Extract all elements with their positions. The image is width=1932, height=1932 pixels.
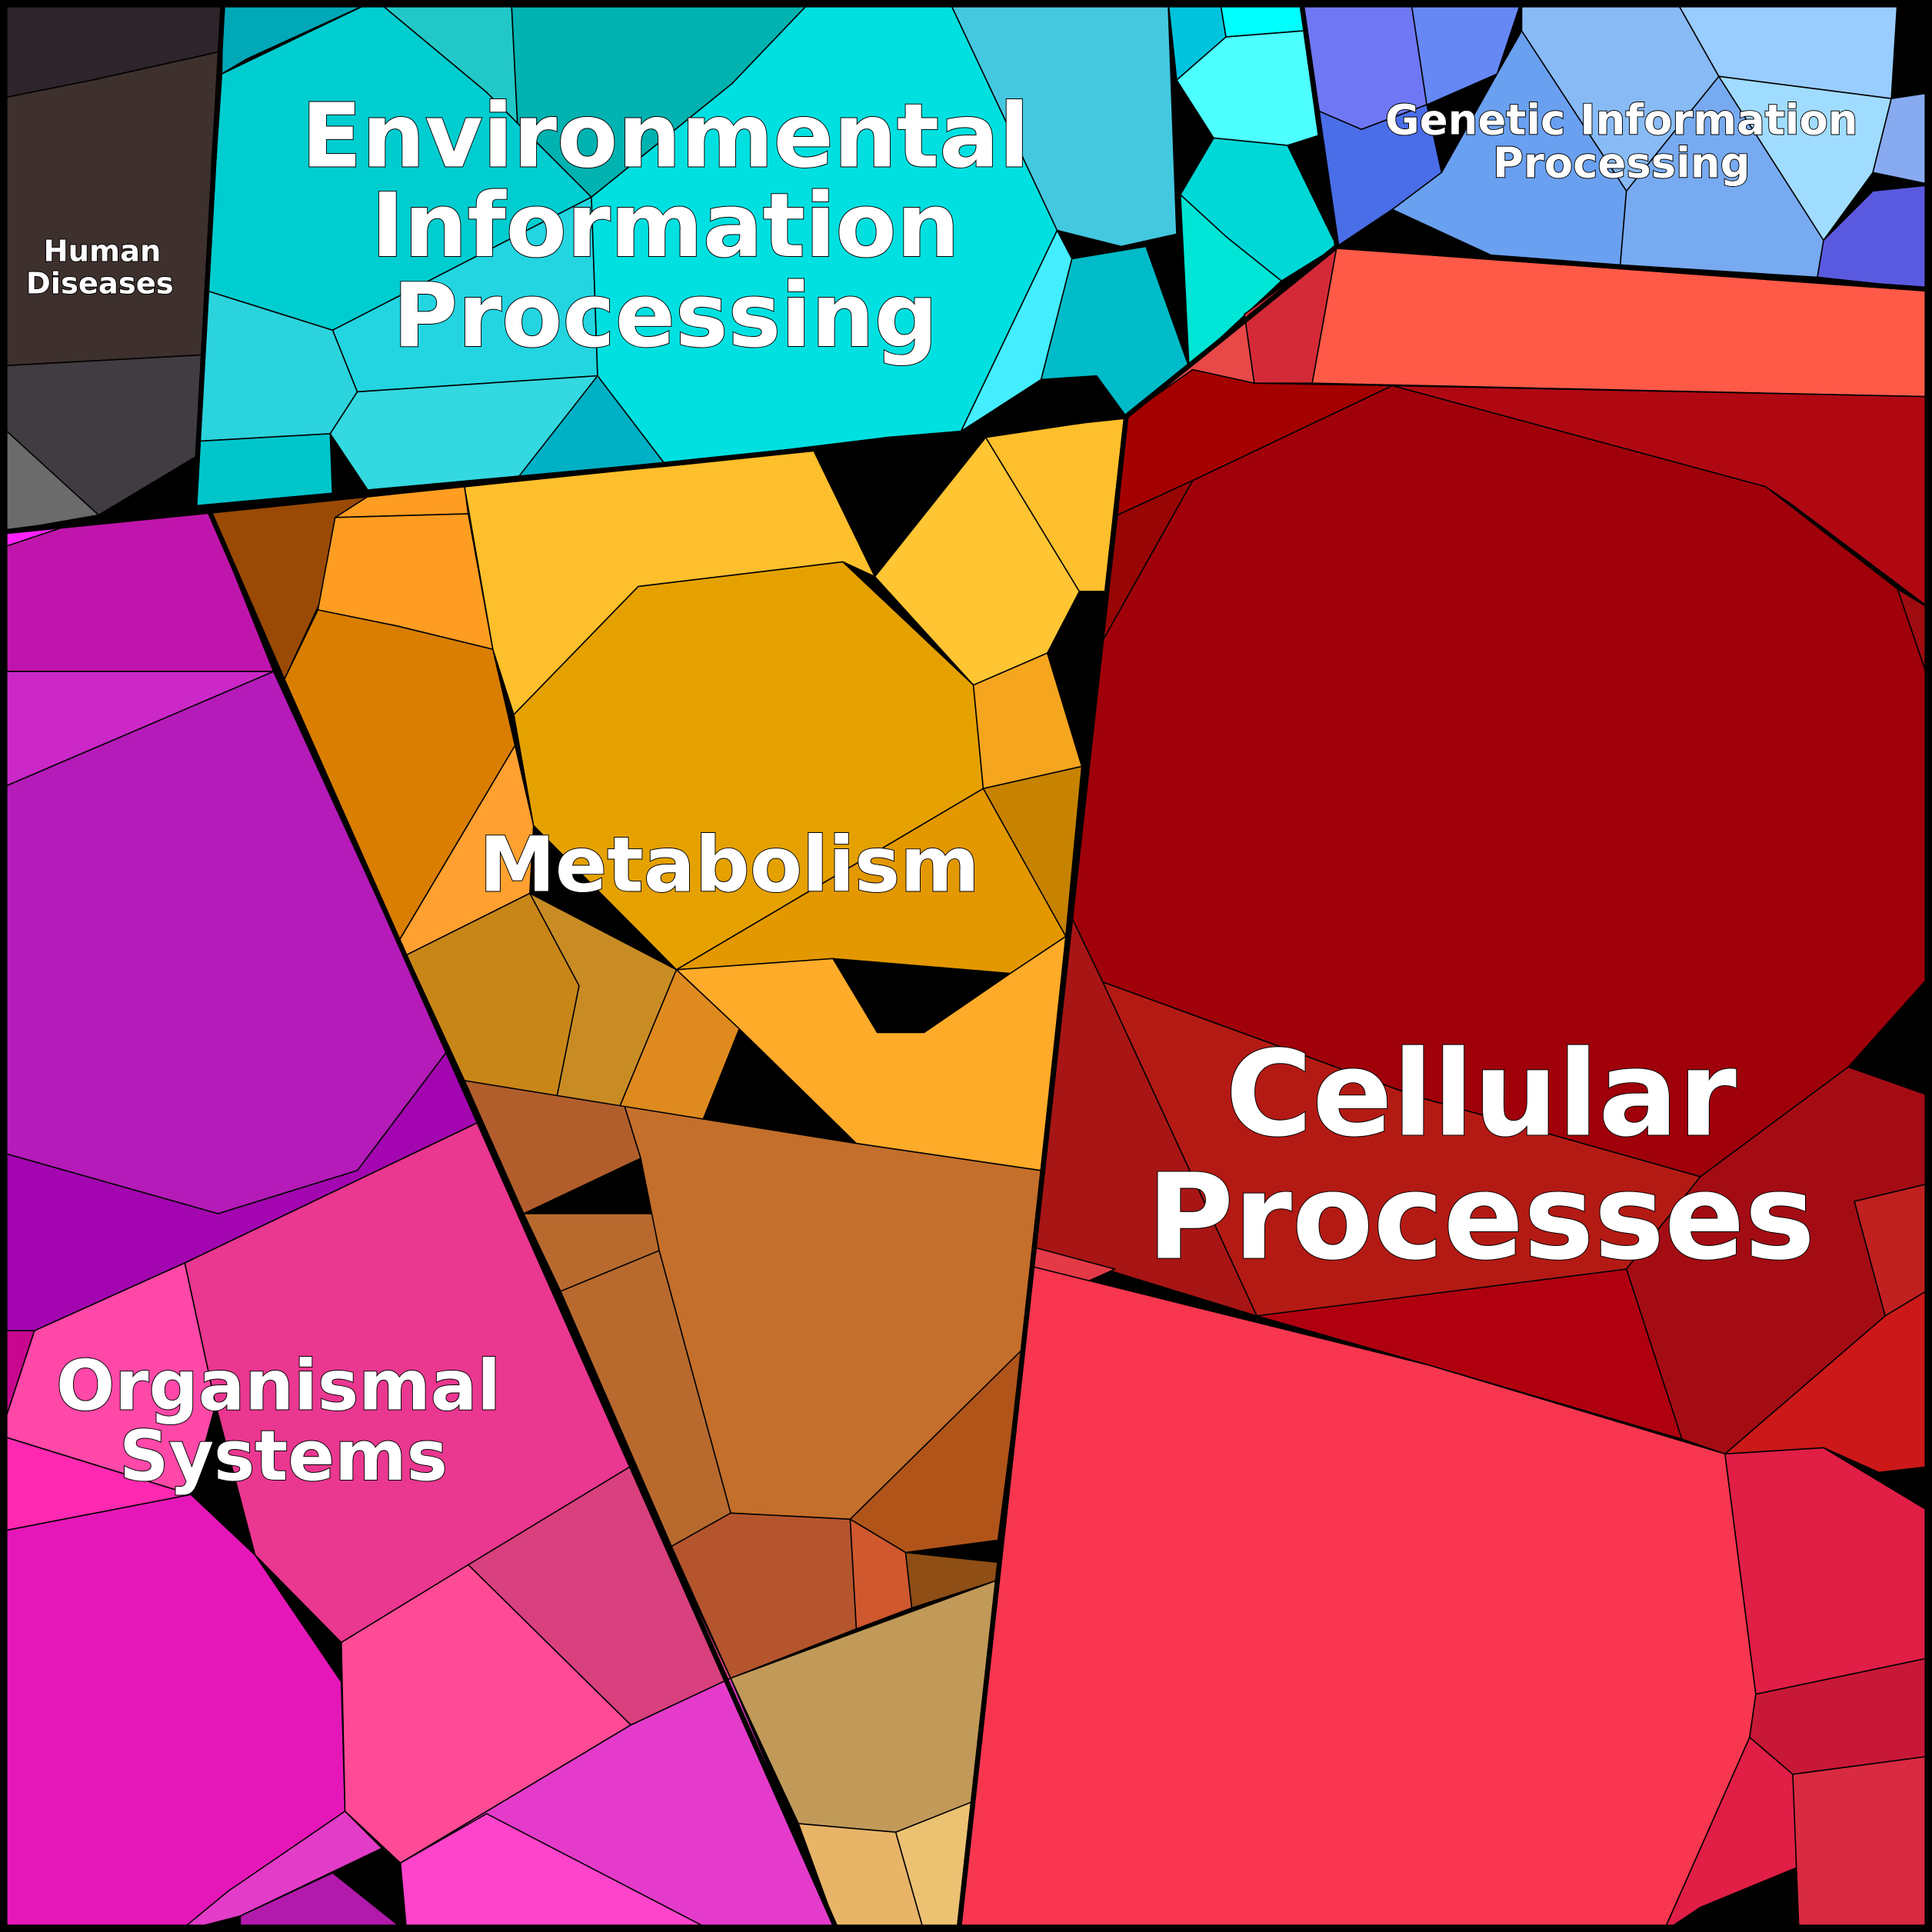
label-genetic-line1: Genetic Information [1385,95,1858,145]
label-environmental-line1: Environmental [301,85,1030,188]
region-cellular-processes[interactable] [958,245,1932,1932]
region-genetic-information-processing[interactable] [1300,0,1932,291]
label-organismal-line2: Systems [119,1417,448,1497]
region-organismal-systems[interactable] [0,511,839,1932]
label-cellular-line2: Processes [1147,1149,1815,1287]
label-human-line2: Diseases [26,266,174,301]
region-human-diseases[interactable] [0,0,224,533]
label-genetic-line2: Processing [1493,138,1750,188]
label-human-line1: Human [44,235,162,269]
label-organismal-line1: Organismal [56,1347,501,1427]
label-environmental-line3: Processing [393,265,938,368]
label-metabolism: Metabolism [479,821,980,909]
region-metabolism[interactable] [208,415,1128,1932]
label-environmental-line2: Information [371,175,959,278]
region-environmental-information-processing[interactable] [194,0,1338,508]
label-cellular-line1: Cellular [1225,1025,1737,1163]
